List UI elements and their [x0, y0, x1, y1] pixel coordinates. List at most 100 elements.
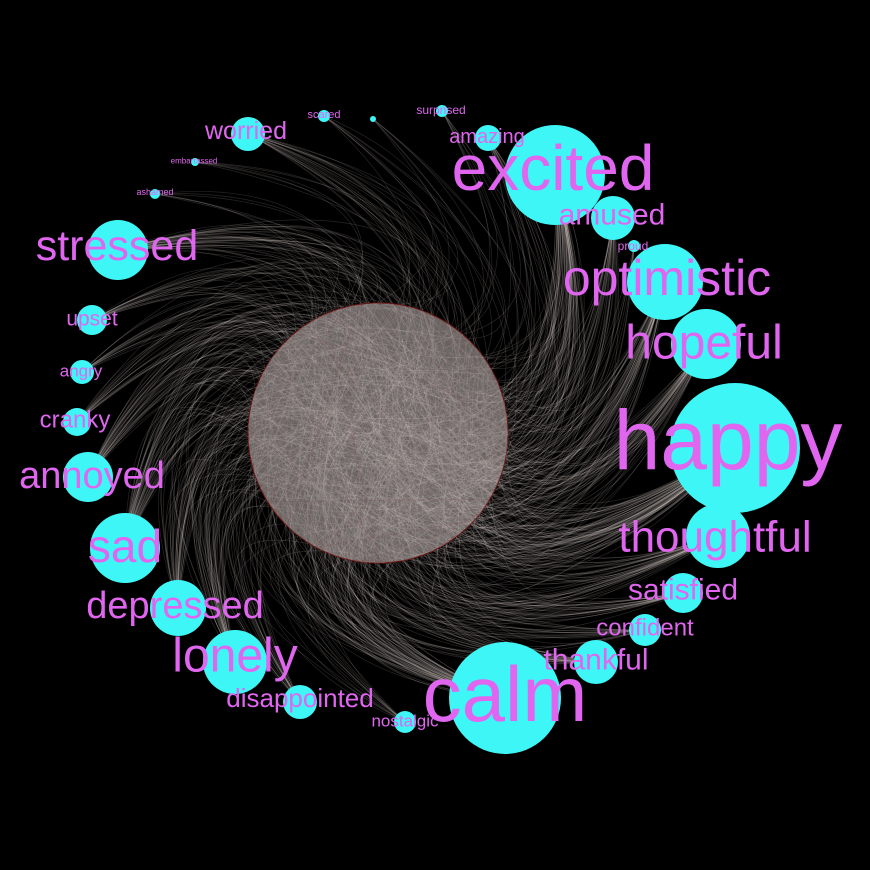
hub-chord [359, 561, 366, 563]
hub-chord [273, 354, 493, 372]
hub-chord [282, 344, 384, 564]
node-label-happy: happy [614, 393, 843, 487]
hub-chord [278, 328, 301, 349]
hub-chord [503, 401, 508, 449]
hub-chord [348, 403, 505, 560]
hub-chord [255, 326, 303, 389]
edge [410, 343, 707, 567]
hub-chord [365, 303, 502, 474]
hub-chord [462, 334, 502, 474]
edge [407, 343, 707, 586]
node-worried [231, 117, 265, 151]
hub-chord [358, 304, 360, 562]
hub-chord [476, 348, 494, 373]
edge [481, 137, 559, 477]
hub-chord [318, 316, 474, 522]
node-excited [505, 125, 605, 225]
hub-chord [289, 337, 432, 552]
hub-chord [277, 350, 357, 562]
hub-chord [304, 540, 392, 563]
hub-chord [260, 337, 467, 490]
hub-chord [248, 439, 492, 497]
node-label-proud: proud [618, 239, 649, 253]
hub-chord [388, 378, 497, 563]
edge [488, 281, 666, 473]
hub-chords [247, 302, 509, 564]
node-label-excited: excited [452, 132, 655, 204]
hub-chord [247, 393, 255, 429]
edge [505, 343, 707, 530]
edge [87, 349, 278, 478]
hub-chord [248, 330, 299, 447]
node-label-embarrassed: embarrassed [171, 157, 218, 166]
hub-chord [263, 447, 508, 495]
hub-chord [300, 324, 306, 329]
hub-chord [506, 440, 509, 450]
hub-chord [348, 559, 394, 563]
edge [500, 432, 736, 535]
hub-chord [257, 482, 380, 564]
hub-chord [268, 322, 447, 364]
hub-chord [291, 335, 419, 557]
hub-chord [364, 303, 484, 510]
hub-chord [382, 513, 481, 564]
edge [459, 174, 585, 408]
edge [326, 524, 719, 619]
hub-chord [328, 386, 500, 554]
hub-chord [252, 398, 509, 433]
hub-chord [322, 315, 397, 562]
hub-chord [475, 347, 496, 489]
edge [87, 353, 269, 478]
hub-chord [430, 314, 478, 350]
hub-chord [276, 513, 480, 515]
hub-chord [266, 499, 342, 558]
hub-chord [274, 305, 403, 512]
hub-chord [325, 314, 381, 564]
hub-chord [346, 306, 508, 444]
hub-chord [308, 322, 445, 545]
edge [386, 174, 571, 561]
hub-chord [408, 306, 431, 315]
node-thankful [574, 640, 618, 684]
node-happy [670, 383, 800, 513]
edge [206, 391, 265, 663]
node-label-angry: angry [60, 362, 103, 381]
edge [171, 371, 265, 663]
hub-chord [302, 327, 392, 563]
hub-chord [255, 385, 500, 478]
hub-chord [394, 303, 505, 466]
hub-chord [291, 305, 352, 337]
hub-chord [269, 455, 507, 506]
hub-chord [270, 318, 440, 361]
hub-chord [427, 312, 476, 519]
node-annoyed [63, 452, 113, 502]
node-label-scared: scared [307, 109, 340, 121]
hub-chord [268, 361, 449, 543]
hub-chord [302, 314, 432, 540]
hub-chord [248, 304, 401, 425]
hub-chord [275, 352, 500, 388]
edge [247, 133, 434, 327]
hub-chord [499, 431, 509, 479]
node-depressed [150, 580, 206, 636]
hub-chord [481, 355, 483, 512]
hub-chord [258, 377, 496, 382]
hub-layer [247, 302, 509, 564]
edge [296, 524, 506, 699]
node-surprised [436, 105, 448, 117]
hub-chord [303, 303, 390, 327]
hub-chord [474, 501, 489, 520]
hub-chord [255, 387, 466, 530]
hub-chord [260, 377, 295, 533]
edge [439, 281, 666, 532]
node-satisfied [663, 573, 703, 613]
hub-chord [356, 560, 386, 564]
node-label-calm: calm [423, 650, 588, 738]
edge [117, 225, 364, 313]
hub-chord [254, 473, 298, 536]
hub-chord [490, 367, 503, 470]
hub-chord [383, 482, 499, 564]
hub-chord [311, 312, 330, 322]
hub-chord [266, 500, 295, 533]
